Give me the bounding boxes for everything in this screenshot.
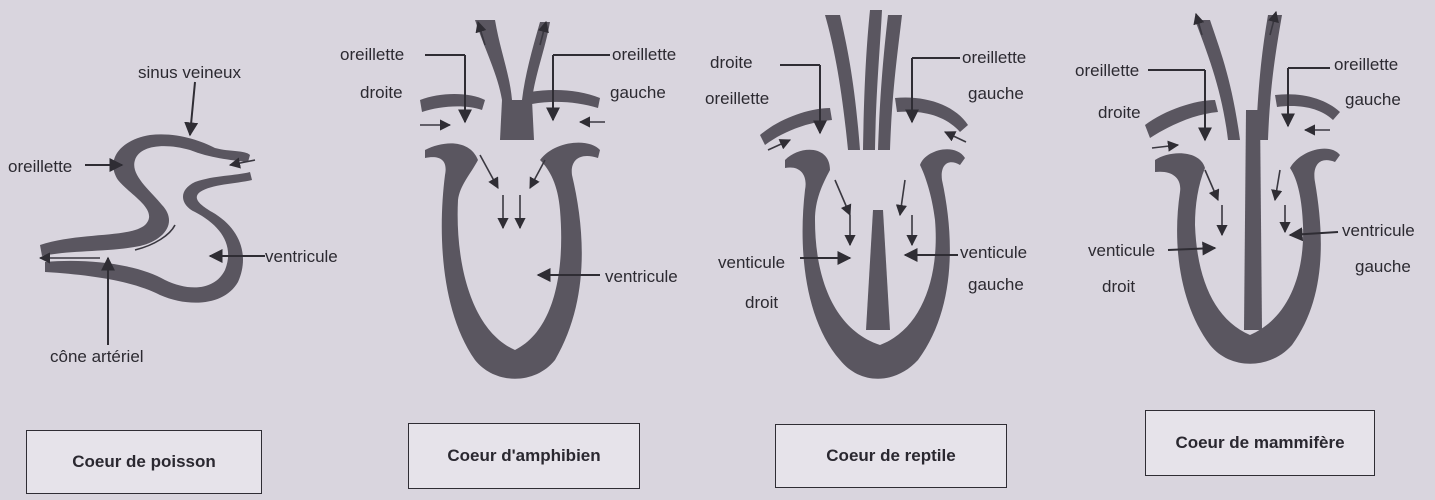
mammal-label-og-1: oreillette — [1334, 55, 1398, 74]
amphibian-ventricle — [425, 143, 600, 379]
fish-label-cone: cône artériel — [50, 347, 144, 366]
mammal-caption: Coeur de mammifère — [1145, 410, 1375, 476]
reptile-left-vessels — [760, 15, 860, 150]
amphibian-label-ventricule: ventricule — [605, 267, 678, 286]
mammal-heart: oreillette droite oreillette gauche vent… — [1075, 12, 1415, 364]
mammal-label-od-2: droite — [1098, 103, 1141, 122]
mammal-flow-1 — [1205, 170, 1218, 200]
reptile-flow-in-r — [945, 132, 966, 142]
mammal-flow-3 — [1275, 170, 1280, 200]
fish-label-sinus: sinus veineux — [138, 63, 242, 82]
amphibian-label-og-1: oreillette — [612, 45, 676, 64]
mammal-left-vessels — [1145, 20, 1240, 140]
reptile-flow-in-l — [768, 140, 790, 150]
reptile-label-vd-2: droit — [745, 293, 778, 312]
reptile-label-od-1: droite — [710, 53, 753, 72]
mammal-septum — [1244, 110, 1262, 330]
mammal-vd-pointer — [1168, 248, 1215, 250]
reptile-label-od-2: oreillette — [705, 89, 769, 108]
reptile-flow-1 — [835, 180, 850, 215]
amphibian-caption: Coeur d'amphibien — [408, 423, 640, 489]
amphibian-flow-1 — [480, 155, 498, 188]
mammal-label-og-2: gauche — [1345, 90, 1401, 109]
amphibian-label-od-2: droite — [360, 83, 403, 102]
amphibian-trunk — [500, 100, 534, 140]
fish-sinus-pointer — [190, 82, 195, 135]
mammal-label-vg-1: ventricule — [1342, 221, 1415, 240]
mammal-right-vessels — [1256, 15, 1340, 140]
reptile-label-og-2: gauche — [968, 84, 1024, 103]
reptile-flow-3 — [900, 180, 905, 215]
reptile-septum — [866, 210, 890, 330]
mammal-flow-in-l — [1152, 145, 1178, 148]
fish-caption: Coeur de poisson — [26, 430, 262, 494]
amphibian-label-od-1: oreillette — [340, 45, 404, 64]
amphibian-flow-4 — [530, 160, 545, 188]
amphibian-right-vessels — [522, 22, 600, 108]
amphibian-label-og-2: gauche — [610, 83, 666, 102]
reptile-heart: droite oreillette oreillette gauche vent… — [705, 10, 1027, 379]
fish-heart: sinus veineux oreillette ventricule cône… — [8, 63, 338, 366]
reptile-label-og-1: oreillette — [962, 48, 1026, 67]
fish-label-ventricule: ventricule — [265, 247, 338, 266]
mammal-label-od-1: oreillette — [1075, 61, 1139, 80]
mammal-label-vg-2: gauche — [1355, 257, 1411, 276]
reptile-label-vg-2: gauche — [968, 275, 1024, 294]
fish-heart-tube — [40, 134, 250, 256]
reptile-caption: Coeur de reptile — [775, 424, 1007, 488]
fish-label-oreillette: oreillette — [8, 157, 72, 176]
reptile-label-vd-1: venticule — [718, 253, 785, 272]
amphibian-heart: oreillette droite oreillette gauche vent… — [340, 20, 678, 379]
reptile-label-vg-1: venticule — [960, 243, 1027, 262]
mammal-label-vd-1: venticule — [1088, 241, 1155, 260]
mammal-label-vd-2: droit — [1102, 277, 1135, 296]
reptile-right-vessels — [863, 10, 968, 150]
